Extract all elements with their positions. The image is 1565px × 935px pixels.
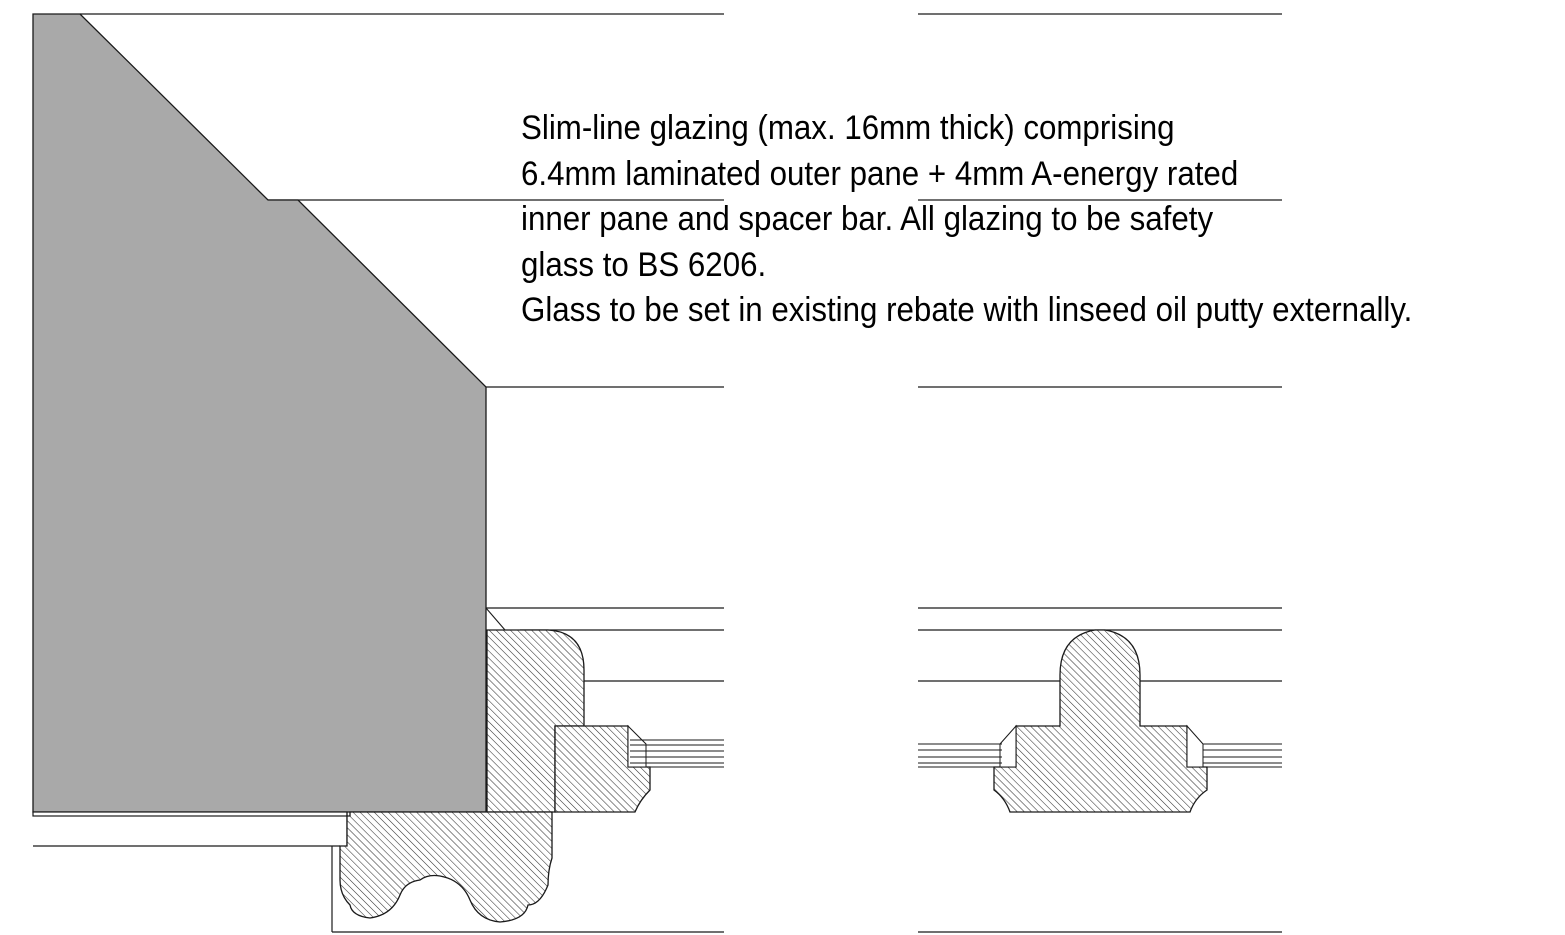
note-line-4: glass to BS 6206. — [521, 245, 767, 284]
putty-fillet-left — [627, 724, 647, 768]
glazing-unit-right-b — [1203, 743, 1282, 768]
note-line-3: inner pane and spacer bar. All glazing t… — [521, 200, 1214, 238]
note-line-5: Glass to be set in existing rebate with … — [521, 291, 1413, 329]
window-cill — [339, 811, 553, 923]
glazing-specification-note: Slim-line glazing (max. 16mm thick) comp… — [521, 106, 1412, 334]
reference-lines-left — [33, 13, 724, 933]
glazing-unit-right-a — [918, 743, 1002, 768]
wall-section — [32, 13, 487, 813]
putty-fillet-right-b — [1186, 724, 1204, 768]
note-line-2: 6.4mm laminated outer pane + 4mm A-energ… — [521, 154, 1239, 193]
glazing-bar — [993, 629, 1208, 813]
glazing-unit-left — [630, 739, 724, 768]
putty-fillet-right-a — [999, 724, 1017, 768]
note-line-1: Slim-line glazing (max. 16mm thick) comp… — [521, 109, 1175, 147]
frame-bead-line — [485, 607, 506, 631]
sill-board — [32, 811, 348, 846]
